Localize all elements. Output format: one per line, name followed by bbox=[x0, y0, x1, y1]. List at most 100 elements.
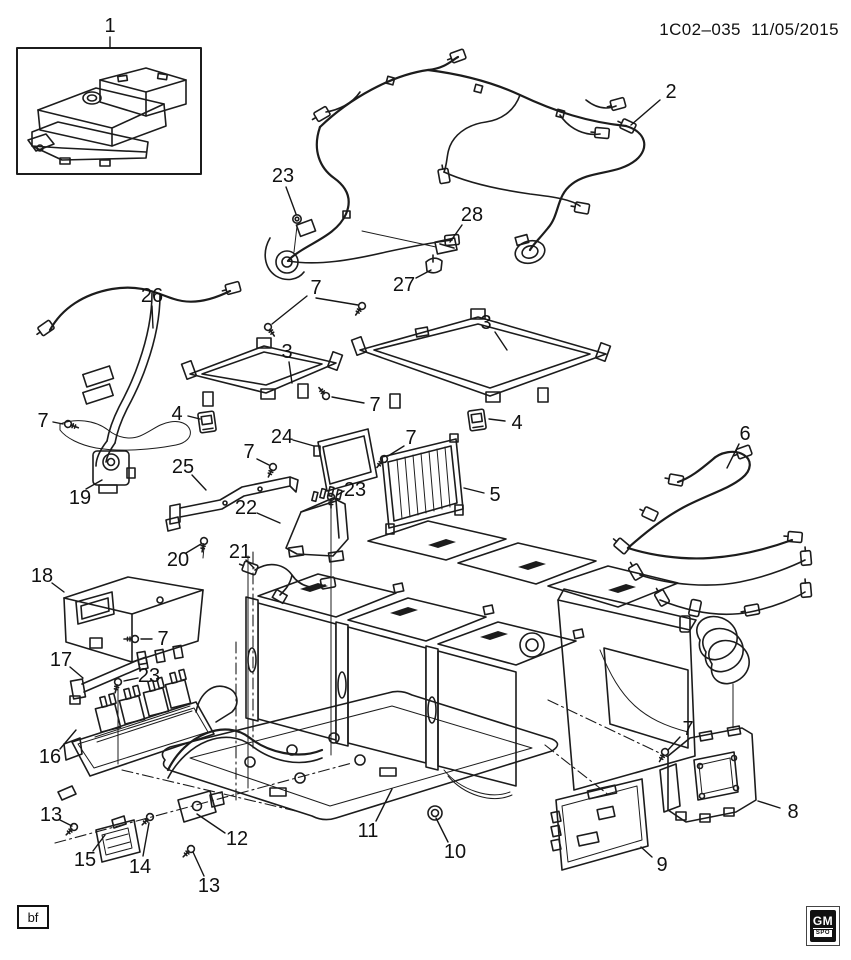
callout-4: 4 bbox=[511, 412, 523, 434]
main-harness-art bbox=[264, 48, 646, 281]
vent-plate-5 bbox=[381, 433, 464, 535]
callout-7: 7 bbox=[310, 277, 322, 299]
callout-12: 12 bbox=[225, 828, 249, 850]
leader-line-7 bbox=[256, 458, 270, 466]
callout-7: 7 bbox=[405, 427, 417, 449]
callout-5: 5 bbox=[489, 484, 501, 506]
leader-line-7 bbox=[315, 297, 359, 306]
leader-line-26 bbox=[151, 305, 154, 329]
leader-line-27 bbox=[415, 269, 432, 279]
leader-line-25 bbox=[191, 474, 207, 491]
callout-22: 22 bbox=[234, 497, 258, 519]
leader-line-10 bbox=[435, 817, 449, 843]
bracket-17 bbox=[69, 656, 149, 705]
leader-line-23 bbox=[123, 677, 139, 682]
callout-11: 11 bbox=[357, 820, 379, 842]
callout-17: 17 bbox=[49, 649, 73, 671]
callout-9: 9 bbox=[656, 854, 668, 876]
callout-19: 19 bbox=[68, 487, 92, 509]
leader-line-7 bbox=[52, 421, 64, 425]
drawing-header: 1C02–035 11/05/2015 bbox=[659, 20, 839, 40]
callout-6: 6 bbox=[739, 423, 751, 445]
clamp-19 bbox=[92, 450, 136, 494]
callout-4: 4 bbox=[171, 403, 183, 425]
leader-line-2 bbox=[630, 99, 661, 126]
leader-line-16 bbox=[59, 729, 77, 750]
leader-line-28 bbox=[449, 224, 463, 243]
callout-23: 23 bbox=[343, 479, 367, 501]
leader-line-23 bbox=[336, 490, 345, 496]
callout-3: 3 bbox=[480, 312, 492, 334]
hold-down-frame-left bbox=[180, 337, 344, 407]
leader-line-13 bbox=[192, 851, 205, 877]
callout-7: 7 bbox=[682, 718, 694, 740]
leader-line-18 bbox=[51, 582, 65, 593]
battery-tray-11 bbox=[57, 685, 559, 821]
construction-lines bbox=[54, 225, 669, 844]
leader-line-7 bbox=[667, 736, 681, 751]
callout-13: 13 bbox=[39, 804, 63, 826]
module-9 bbox=[550, 778, 649, 871]
cover-22 bbox=[285, 485, 349, 563]
leader-line-12 bbox=[196, 813, 226, 834]
inset-assembled-view bbox=[16, 47, 202, 175]
gm-logo-subtext: SPO bbox=[813, 930, 833, 938]
battery-module-stack bbox=[245, 520, 697, 799]
leader-line-3 bbox=[288, 361, 293, 384]
rear-harness-art bbox=[609, 444, 813, 729]
leader-line-14 bbox=[142, 822, 150, 857]
bracket-8 bbox=[659, 725, 757, 823]
drawing-number: 1C02–035 bbox=[659, 20, 741, 39]
callout-3: 3 bbox=[281, 341, 293, 363]
callout-20: 20 bbox=[166, 549, 190, 571]
gm-logo: GM SPO bbox=[806, 906, 840, 946]
callout-7: 7 bbox=[369, 394, 381, 416]
callout-23: 23 bbox=[271, 165, 295, 187]
callout-8: 8 bbox=[787, 801, 799, 823]
leader-line-8 bbox=[757, 800, 781, 809]
callout-13: 13 bbox=[197, 875, 221, 897]
callout-2: 2 bbox=[665, 81, 677, 103]
leader-line-19 bbox=[85, 479, 103, 490]
page-code: bf bbox=[27, 909, 39, 925]
leader-line-15 bbox=[92, 834, 106, 852]
leader-line-23 bbox=[285, 186, 297, 215]
leader-line-21 bbox=[245, 559, 255, 569]
callout-7: 7 bbox=[37, 410, 49, 432]
callout-18: 18 bbox=[30, 565, 54, 587]
drawing-date: 11/05/2015 bbox=[751, 20, 839, 39]
callout-25: 25 bbox=[171, 456, 195, 478]
leader-line-9 bbox=[640, 846, 653, 858]
callout-16: 16 bbox=[38, 746, 62, 768]
fasteners bbox=[62, 214, 671, 860]
leader-line-6 bbox=[726, 443, 740, 469]
gm-logo-text: GM bbox=[812, 913, 834, 929]
gm-logo-inner: GM SPO bbox=[810, 910, 836, 942]
callout-23: 23 bbox=[137, 665, 161, 687]
leader-line-4 bbox=[488, 418, 506, 422]
hold-down-frame-right bbox=[350, 308, 612, 409]
leader-line-3 bbox=[494, 331, 508, 351]
callout-27: 27 bbox=[392, 274, 416, 296]
callout-24: 24 bbox=[270, 426, 294, 448]
leader-line-4 bbox=[187, 415, 201, 420]
leader-line-24 bbox=[292, 439, 315, 447]
callout-10: 10 bbox=[443, 841, 467, 863]
leader-line-7 bbox=[271, 295, 308, 325]
callout-26: 26 bbox=[140, 285, 164, 307]
callout-7: 7 bbox=[157, 628, 169, 650]
leader-line-5 bbox=[463, 487, 485, 494]
leader-line-7 bbox=[387, 445, 405, 457]
leader-line-7 bbox=[331, 396, 365, 404]
page-code-box: bf bbox=[17, 905, 49, 929]
module-24-plate bbox=[313, 428, 378, 492]
callout-1: 1 bbox=[104, 15, 116, 37]
callout-28: 28 bbox=[460, 204, 484, 226]
leader-line-13 bbox=[59, 819, 73, 827]
callout-14: 14 bbox=[128, 856, 152, 878]
leader-line-20 bbox=[185, 543, 202, 554]
callout-7: 7 bbox=[243, 441, 255, 463]
